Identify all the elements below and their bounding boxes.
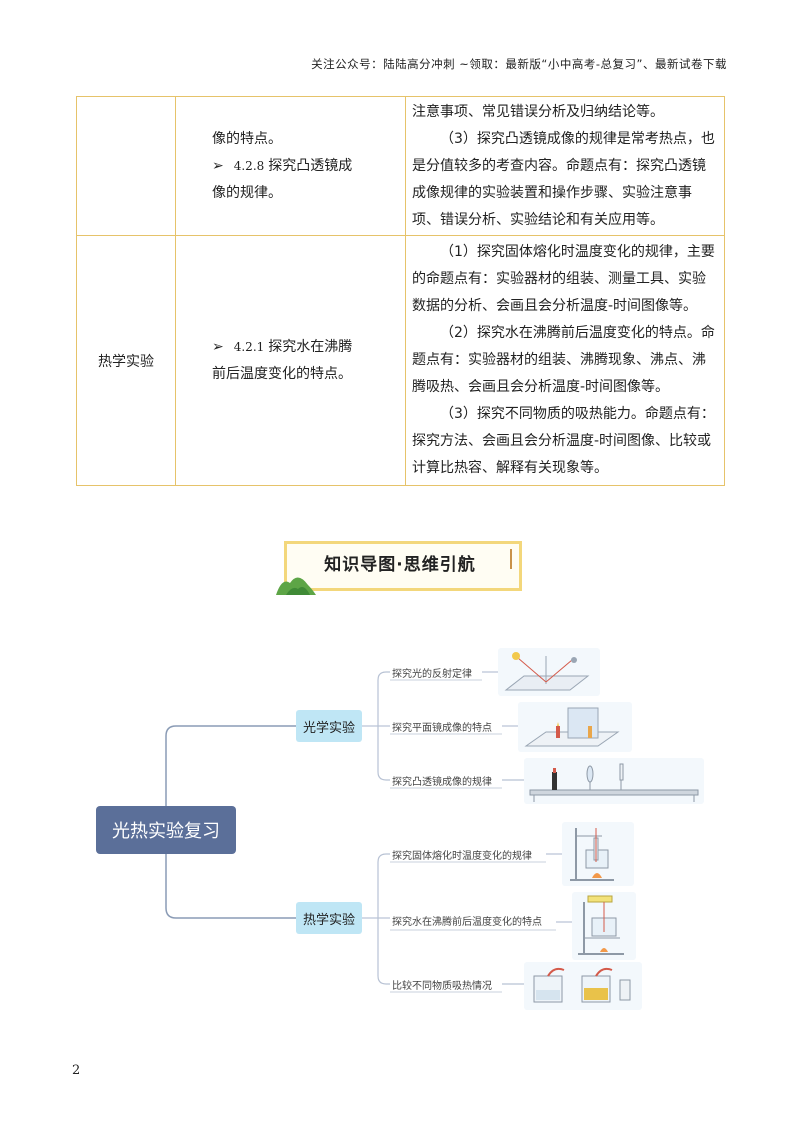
table-cell-category <box>76 96 176 236</box>
analysis-paragraph: （3）探究不同物质的吸热能力。命题点有：探究方法、会画且会分析温度-时间图像、比… <box>412 406 715 476</box>
standard-continuation: 像的特点。 <box>212 130 282 147</box>
analysis-paragraph: （3）探究凸透镜成像的规律是常考热点，也是分值较多的考查内容。命题点有：探究凸透… <box>412 130 715 228</box>
analysis-paragraph: （2）探究水在沸腾前后温度变化的特点。命题点有：实验器材的组装、沸腾现象、沸点、… <box>412 325 715 395</box>
heat-absorption-apparatus-image <box>524 962 642 1010</box>
boiling-apparatus-image <box>572 892 636 960</box>
standard-text: 探究水在沸腾 <box>268 338 353 355</box>
standard-text: 探究凸透镜成 <box>268 157 353 174</box>
leaf-convex-lens: 探究凸透镜成像的规律 <box>392 777 492 788</box>
page-number: 2 <box>72 1063 81 1078</box>
table-cell-category: 热学实验 <box>76 235 176 486</box>
branch-thermal: 热学实验 <box>296 902 362 934</box>
standard-text-cont: 像的规律。 <box>212 184 282 201</box>
mind-map-root: 光热实验复习 <box>96 806 236 854</box>
leaf-plane-mirror: 探究平面镜成像的特点 <box>392 723 492 734</box>
table-cell-analysis: （1）探究固体熔化时温度变化的规律，主要的命题点有：实验器材的组装、测量工具、实… <box>405 235 725 486</box>
hill-icon <box>276 577 316 595</box>
bullet-icon: ➢ <box>212 338 224 355</box>
page-header: 关注公众号：陆陆高分冲刺 ~领取：最新版“小中高考-总复习”、最新试卷下载 <box>311 57 727 71</box>
mind-map-connectors <box>165 671 572 993</box>
banner-frame <box>284 541 522 591</box>
standard-text-cont: 前后温度变化的特点。 <box>212 365 352 382</box>
leaf-heat-absorption: 比较不同物质吸热情况 <box>392 981 492 992</box>
plane-mirror-apparatus-image <box>518 702 632 752</box>
convex-lens-apparatus-image <box>524 758 704 804</box>
mind-map: 光热实验复习 光学实验 热学实验 探究光的反射定律 探究平面镜成像的特点 探究凸… <box>0 640 800 1020</box>
analysis-paragraph: （1）探究固体熔化时温度变化的规律，主要的命题点有：实验器材的组装、测量工具、实… <box>412 244 715 314</box>
leaf-solid-melting: 探究固体熔化时温度变化的规律 <box>392 851 532 862</box>
section-banner: 知识导图·思维引航 <box>276 537 524 595</box>
bullet-icon: ➢ <box>212 157 224 174</box>
leaf-reflection-law: 探究光的反射定律 <box>392 669 472 680</box>
reflection-apparatus-image <box>498 648 600 696</box>
melting-apparatus-image <box>562 822 634 886</box>
standard-code: 4.2.8 <box>233 158 265 173</box>
table-cell-analysis: 注意事项、常见错误分析及归纳结论等。 （3）探究凸透镜成像的规律是常考热点，也是… <box>405 96 725 236</box>
banner-title: 知识导图·思维引航 <box>324 555 476 575</box>
branch-optics: 光学实验 <box>296 710 362 742</box>
standard-code: 4.2.1 <box>233 339 265 354</box>
analysis-paragraph: 注意事项、常见错误分析及归纳结论等。 <box>412 103 664 120</box>
banner-accent-bar <box>510 549 512 569</box>
leaf-water-boiling: 探究水在沸腾前后温度变化的特点 <box>392 917 542 928</box>
